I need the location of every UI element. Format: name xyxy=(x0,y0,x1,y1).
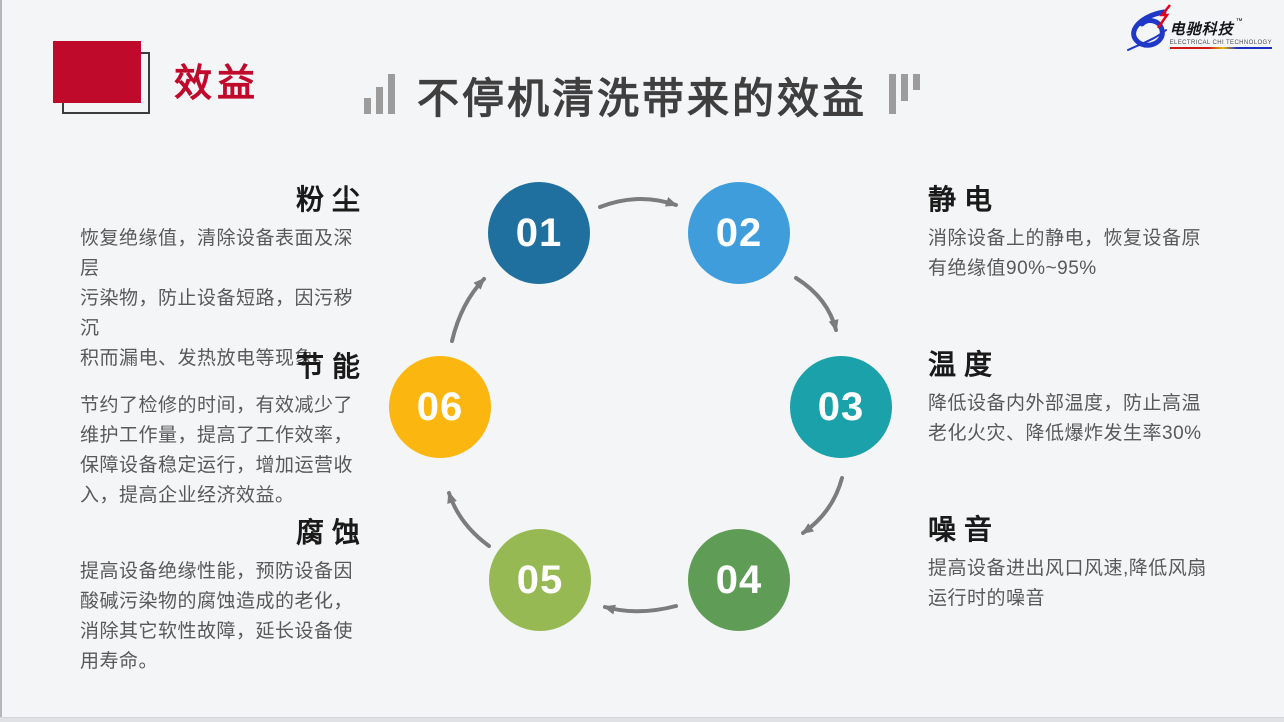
step-circle-05: 05 xyxy=(489,529,591,631)
arrow-05-06 xyxy=(447,491,491,548)
step-number: 02 xyxy=(715,210,763,255)
benefit-block-energy: 节能 节约了检修的时间，有效减少了 维护工作量，提高了工作效率， 保障设备稳定运… xyxy=(80,345,360,511)
benefit-heading: 静电 xyxy=(928,184,1001,215)
page-title: 不停机清洗带来的效益 xyxy=(416,74,868,122)
benefit-heading: 粉尘 xyxy=(295,184,368,215)
title-row: 不停机清洗带来的效益 xyxy=(363,74,921,122)
step-circle-02: 02 xyxy=(688,182,790,284)
arrow-03-04 xyxy=(801,476,844,535)
benefit-block-static: 静电 消除设备上的静电，恢复设备原 有绝缘值90%~95% xyxy=(928,178,1220,284)
benefit-block-dust: 粉尘 恢复绝缘值，清除设备表面及深层 污染物，防止设备短路，因污秽沉 积而漏电、… xyxy=(80,178,360,374)
benefit-body: 提高设备绝缘性能，预防设备因 酸碱污染物的腐蚀造成的老化， 消除其它软性故障，延… xyxy=(80,561,354,672)
benefit-block-corrosion: 腐蚀 提高设备绝缘性能，预防设备因 酸碱污染物的腐蚀造成的老化， 消除其它软性故… xyxy=(80,511,360,677)
benefit-heading: 节能 xyxy=(295,351,368,382)
step-circle-06: 06 xyxy=(389,356,491,458)
cycle-arrows xyxy=(447,196,844,615)
arrow-04-05 xyxy=(603,604,678,615)
step-number: 01 xyxy=(515,210,563,255)
benefit-heading: 噪音 xyxy=(928,514,1001,545)
step-circle-01: 01 xyxy=(488,182,590,284)
benefit-heading: 腐蚀 xyxy=(295,517,368,548)
arrow-06-01 xyxy=(450,277,486,343)
step-number: 05 xyxy=(516,557,564,602)
section-label: 效益 xyxy=(174,63,261,105)
logo-subtitle: ELECTRICAL CHI TECHNOLOGY xyxy=(1169,40,1272,46)
signal-bars-right-icon xyxy=(889,74,921,114)
benefit-heading: 温度 xyxy=(928,349,1001,380)
logo-swoosh-icon xyxy=(1126,4,1171,51)
step-number: 06 xyxy=(416,384,464,429)
benefit-block-temperature: 温度 降低设备内外部温度，防止高温 老化火灾、降低爆炸发生率30% xyxy=(928,343,1220,449)
benefit-block-noise: 噪音 提高设备进出风口风速,降低风扇 运行时的噪音 xyxy=(928,508,1220,614)
step-number: 03 xyxy=(817,384,865,429)
arrow-01-02 xyxy=(598,196,678,209)
arrow-02-03 xyxy=(794,276,839,332)
badge-filled-rect xyxy=(53,41,141,103)
company-logo: 电驰科技 ™ ELECTRICAL CHI TECHNOLOGY xyxy=(1124,4,1272,52)
step-number: 04 xyxy=(715,557,763,602)
benefit-body: 恢复绝缘值，清除设备表面及深层 污染物，防止设备短路，因污秽沉 积而漏电、发热放… xyxy=(80,228,354,369)
step-circle-03: 03 xyxy=(790,356,892,458)
signal-bars-left-icon xyxy=(363,74,395,114)
step-circle-04: 04 xyxy=(688,529,790,631)
logo-name: 电驰科技 xyxy=(1169,21,1234,38)
logo-underline xyxy=(1169,47,1272,49)
benefit-body: 降低设备内外部温度，防止高温 老化火灾、降低爆炸发生率30% xyxy=(928,393,1202,444)
window-left-edge xyxy=(0,0,2,722)
logo-trademark: ™ xyxy=(1235,18,1243,25)
benefit-body: 消除设备上的静电，恢复设备原 有绝缘值90%~95% xyxy=(928,228,1202,279)
window-bottom-edge xyxy=(0,717,1284,722)
benefit-body: 提高设备进出风口风速,降低风扇 运行时的噪音 xyxy=(928,558,1207,609)
benefit-body: 节约了检修的时间，有效减少了 维护工作量，提高了工作效率， 保障设备稳定运行，增… xyxy=(80,395,354,506)
